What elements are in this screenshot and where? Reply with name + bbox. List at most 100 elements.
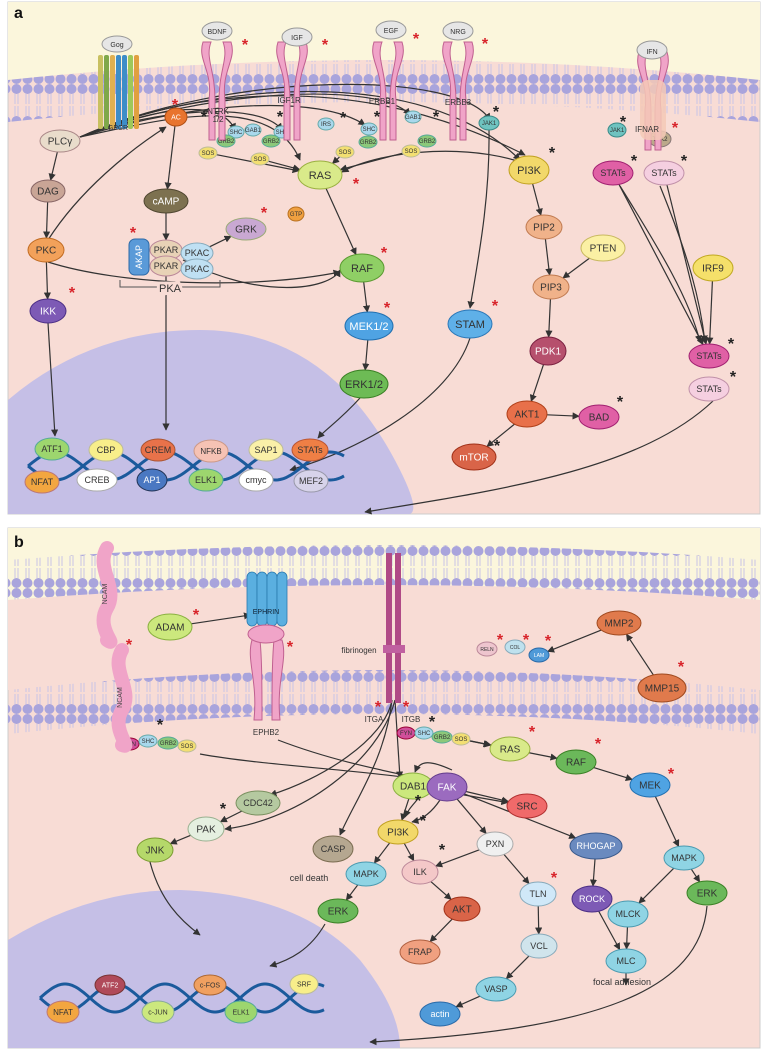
node-shape	[29, 298, 67, 324]
node-shape	[188, 468, 224, 492]
receptor-label-erbb3: ERBB3	[445, 98, 472, 107]
node-erk12: ERK1/2	[339, 369, 389, 399]
node-shape	[419, 1001, 461, 1027]
edge-akt-frap	[429, 918, 453, 943]
node-jak1b: JAK1	[607, 122, 627, 138]
node-label: ROCK	[579, 894, 605, 904]
node-shape	[180, 258, 214, 280]
edge-dab1-pi3kb	[400, 798, 410, 821]
pathway-arrow	[79, 83, 491, 138]
node-shape	[377, 819, 419, 845]
node-shape	[248, 438, 284, 462]
node-label: MLCK	[615, 909, 640, 919]
receptor-label-igf: IGF	[291, 35, 303, 42]
significance-asterisk: *	[261, 205, 268, 222]
dna-strand	[38, 982, 325, 1014]
significance-asterisk: *	[551, 870, 558, 887]
svg-text:EPHRIN: EPHRIN	[253, 609, 279, 616]
significance-asterisk: *	[429, 714, 436, 731]
node-label: IRF9	[702, 264, 724, 275]
dna-layer	[27, 450, 345, 1014]
edge-mapk_r-erk_r	[690, 868, 701, 883]
node-label: FRAP	[408, 947, 432, 957]
node-lam: LAM	[528, 647, 550, 663]
node-pkc: PKC	[27, 237, 65, 263]
significance-asterisk: *	[415, 793, 422, 810]
pathway-arrow	[369, 905, 708, 1046]
node-stats2: STATs	[643, 160, 685, 186]
node-irs: IRS	[317, 117, 335, 131]
edge-pi3k-pip2	[532, 183, 543, 216]
node-label: ILK	[413, 867, 427, 877]
node-cdc42: CDC42	[235, 790, 281, 816]
node-shape	[489, 736, 531, 762]
node-akap: AKAP	[128, 238, 150, 276]
node-shape	[451, 443, 497, 471]
node-label: GRB2	[360, 140, 377, 146]
panel-a-nucleus	[8, 330, 414, 514]
node-shape	[261, 134, 281, 148]
node-shc1: SHC	[227, 125, 245, 139]
node-shape	[193, 974, 227, 996]
label-itgb: ITGB	[402, 715, 421, 724]
node-label: TLN	[529, 889, 546, 899]
node-rhogap: RHOGAP	[569, 832, 623, 860]
node-sosb2: SOS	[451, 732, 471, 746]
node-label: GRB2	[263, 139, 280, 145]
node-shape	[506, 400, 548, 428]
edge-pxn-tln	[503, 854, 530, 885]
node-label: PI3K	[517, 165, 542, 177]
significance-asterisk: *	[157, 717, 164, 734]
node-label: MMP15	[645, 684, 680, 695]
pathway-arrow	[469, 740, 491, 748]
node-shape	[404, 110, 422, 124]
node-ilk: ILK	[401, 859, 439, 885]
edge-pdk1-akt1	[529, 364, 545, 402]
edge-mmp2-lam	[547, 629, 602, 653]
node-shape	[317, 898, 359, 924]
ifnar-receptor	[640, 80, 666, 140]
node-label: ADAM	[156, 623, 185, 634]
edge-rhogap-rock	[589, 858, 598, 887]
node-label: MEK	[639, 781, 661, 792]
edge-fak-pxn	[456, 798, 487, 835]
node-shape	[293, 469, 329, 493]
node-label: PTEN	[590, 244, 617, 255]
significance-asterisk: *	[545, 633, 552, 650]
node-mef2: MEF2	[293, 469, 329, 493]
node-label: GRB2	[419, 139, 436, 145]
pathway-arrow	[414, 762, 453, 773]
significance-asterisk: *	[595, 736, 602, 753]
node-mmp15: MMP15	[637, 673, 687, 703]
node-shape	[24, 470, 60, 494]
edge-ac-camp	[164, 125, 176, 190]
node-gab2: GAB1	[404, 110, 422, 124]
node-shape	[177, 739, 197, 753]
node-mlc: MLC	[605, 948, 647, 974]
node-ac: AC	[164, 107, 188, 127]
node-pten: PTEN	[580, 234, 626, 262]
node-mek12: MEK1/2	[344, 311, 394, 341]
receptor-label-ifn: IFN	[646, 49, 657, 56]
node-label: ERK1/2	[345, 379, 383, 391]
receptor-shape	[276, 27, 313, 141]
node-sos4: SOS	[401, 144, 421, 158]
significance-asterisk: *	[126, 637, 133, 654]
ephb2-receptor: EPHB2	[247, 624, 285, 737]
node-label: BAD	[589, 413, 610, 424]
node-pak: PAK	[187, 816, 225, 842]
node-stats1: STATs	[592, 160, 634, 186]
node-shape	[692, 254, 734, 282]
node-akt1: AKT1	[506, 400, 548, 428]
node-adam: ADAM	[147, 613, 193, 641]
node-label: MEF2	[299, 476, 323, 486]
significance-asterisk: *	[322, 37, 329, 54]
node-shape	[187, 816, 225, 842]
node-jak1: JAK1	[478, 115, 500, 131]
node-label: STATs	[696, 351, 722, 361]
node-label: AP1	[143, 475, 160, 485]
pathway-arrow	[269, 699, 393, 797]
node-mmp2: MMP2	[596, 610, 642, 636]
edge-cdc42-pak	[219, 810, 243, 823]
